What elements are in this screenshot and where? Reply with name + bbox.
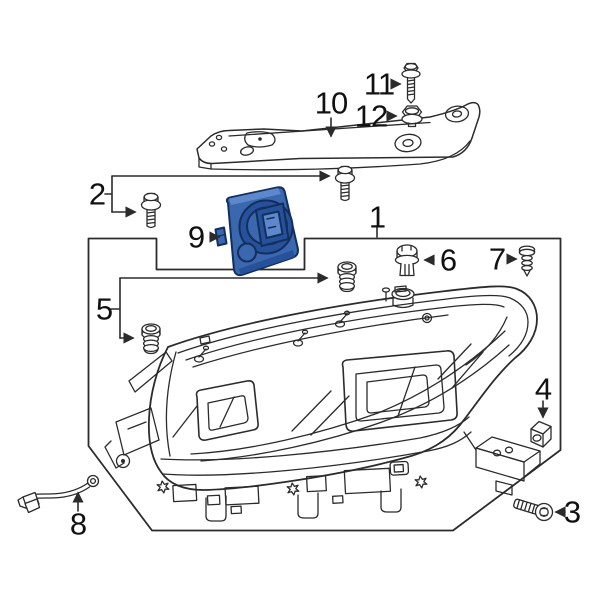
callout-4[interactable]: 4 xyxy=(534,371,552,407)
clip-4-drawing xyxy=(531,422,551,448)
led-module-9-drawing xyxy=(216,187,298,275)
callout-1[interactable]: 1 xyxy=(368,199,386,235)
callout-6[interactable]: 6 xyxy=(439,242,457,278)
bracket-10-drawing xyxy=(197,103,480,170)
callout-11[interactable]: 11 xyxy=(363,66,395,102)
leader-lines xyxy=(72,78,565,518)
screw-2a-drawing xyxy=(140,192,162,229)
callout-8[interactable]: 8 xyxy=(69,506,87,542)
clip-6-drawing xyxy=(396,245,419,276)
callout-3[interactable]: 3 xyxy=(563,494,581,530)
callout-5[interactable]: 5 xyxy=(95,291,113,327)
leader-2 xyxy=(105,176,112,212)
screw-2b-drawing xyxy=(334,165,356,202)
bolt-11-drawing xyxy=(402,64,420,104)
screw-7-drawing xyxy=(520,246,535,276)
callout-10[interactable]: 10 xyxy=(314,85,348,121)
screw-5a-drawing xyxy=(337,261,357,293)
bolt-12-drawing xyxy=(402,106,422,127)
headlamp-1-drawing xyxy=(105,286,540,521)
callout-12[interactable]: 12 xyxy=(354,98,388,134)
leader-5 xyxy=(111,278,120,338)
bolt-3-drawing xyxy=(513,499,552,521)
callout-9[interactable]: 9 xyxy=(187,219,205,255)
screw-5b-drawing xyxy=(141,323,161,355)
harness-8-drawing xyxy=(18,476,99,513)
callout-2[interactable]: 2 xyxy=(88,176,106,212)
callout-7[interactable]: 7 xyxy=(488,241,506,277)
enclosure-box xyxy=(89,239,561,531)
